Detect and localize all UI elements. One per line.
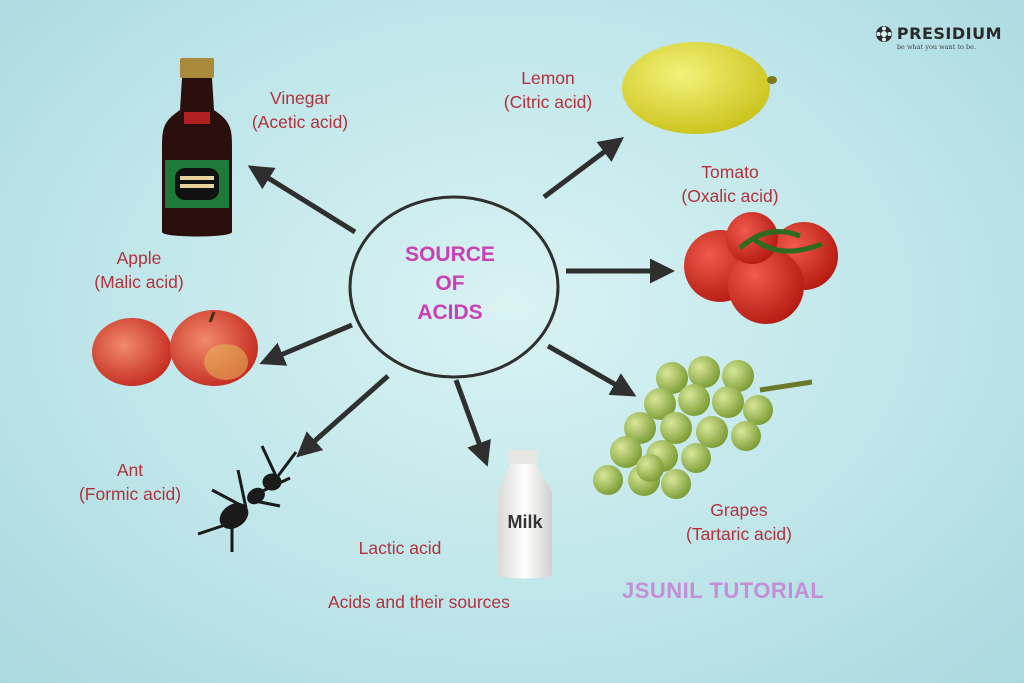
label-tomato: Tomato (Oxalic acid) (662, 160, 798, 208)
label-ant: Ant (Formic acid) (58, 458, 202, 506)
acid-name: (Acetic acid) (232, 110, 368, 134)
arrow-to-apple (264, 325, 352, 362)
center-title: SOURCE OF ACIDS (360, 240, 540, 327)
caption: Acids and their sources (328, 592, 510, 613)
presidium-emblem-icon (875, 25, 893, 43)
source-name: Ant (58, 458, 202, 482)
source-name: Lemon (486, 66, 610, 90)
label-milk: Lactic acid (340, 536, 460, 560)
center-line-3: ACIDS (360, 298, 540, 327)
acid-name: (Malic acid) (74, 270, 204, 294)
vinegar-bottle-icon (162, 58, 232, 237)
arrow-to-ant (300, 376, 388, 454)
apple-icon (92, 310, 258, 386)
source-name: Tomato (662, 160, 798, 184)
ant-icon (198, 446, 296, 552)
logo-name: PRESIDIUM (897, 24, 1002, 43)
center-line-1: SOURCE (360, 240, 540, 269)
acid-name: (Tartaric acid) (666, 522, 812, 546)
label-apple: Apple (Malic acid) (74, 246, 204, 294)
source-name: Grapes (666, 498, 812, 522)
label-grapes: Grapes (Tartaric acid) (666, 498, 812, 546)
label-lemon: Lemon (Citric acid) (486, 66, 610, 114)
acid-name: Lactic acid (340, 536, 460, 560)
lemon-icon (622, 42, 777, 134)
label-vinegar: Vinegar (Acetic acid) (232, 86, 368, 134)
arrow-to-vinegar (252, 168, 355, 232)
presidium-logo: PRESIDIUM be what you want to be. (875, 24, 1002, 51)
grapes-icon (593, 356, 812, 499)
source-name: Apple (74, 246, 204, 270)
milk-bottle-label: Milk (500, 512, 550, 533)
logo-tagline: be what you want to be. (897, 43, 1002, 51)
arrow-to-lemon (544, 140, 620, 197)
source-name: Vinegar (232, 86, 368, 110)
arrow-to-milk (456, 380, 486, 462)
tomato-icon (684, 212, 838, 324)
arrow-to-grapes (548, 346, 632, 394)
acid-name: (Formic acid) (58, 482, 202, 506)
acid-name: (Citric acid) (486, 90, 610, 114)
watermark: JSUNIL TUTORIAL (622, 578, 824, 604)
acid-name: (Oxalic acid) (662, 184, 798, 208)
center-line-2: OF (360, 269, 540, 298)
